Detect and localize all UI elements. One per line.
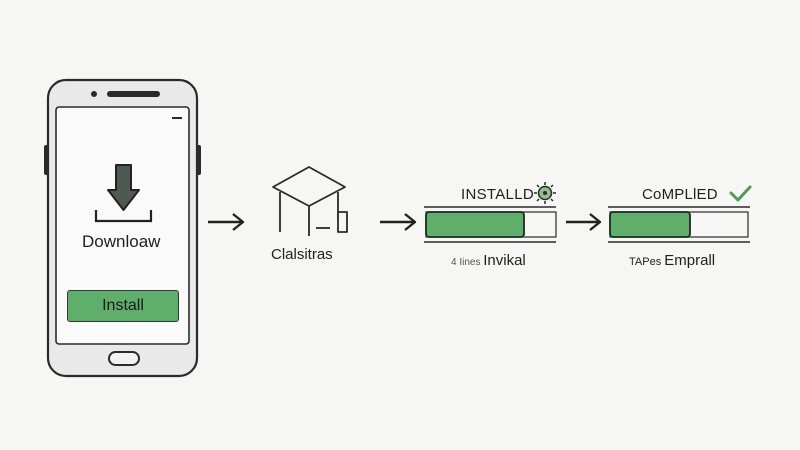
install-button[interactable]: Install bbox=[67, 290, 179, 322]
install-caption-main: Invikal bbox=[483, 252, 526, 269]
install-caption: 4 Iines Invikal bbox=[451, 253, 526, 268]
completed-caption: TAPes Emprall bbox=[629, 253, 715, 268]
download-label: Downloaw bbox=[82, 232, 161, 251]
phone-device bbox=[44, 78, 201, 378]
phone-screen bbox=[55, 106, 190, 345]
phone-home-button[interactable] bbox=[108, 351, 140, 366]
completed-caption-small: TAPes bbox=[629, 256, 665, 268]
completed-progress-bar bbox=[608, 206, 750, 243]
completed-status-label: CoMPLlED bbox=[642, 186, 718, 203]
install-progress-bar bbox=[424, 206, 557, 243]
download-icon bbox=[94, 164, 153, 223]
install-caption-small: 4 Iines bbox=[451, 257, 484, 268]
install-progress-fill bbox=[425, 211, 525, 238]
arrow-right-icon bbox=[208, 213, 245, 231]
phone-speaker bbox=[107, 91, 160, 97]
arrow-right-icon bbox=[566, 213, 602, 231]
completed-caption-main: Emprall bbox=[664, 252, 716, 269]
classify-label: Clalsitras bbox=[271, 246, 333, 263]
completed-progress-fill bbox=[609, 211, 691, 238]
checkmark-icon bbox=[729, 185, 752, 202]
arrow-right-icon bbox=[380, 213, 417, 231]
phone-camera bbox=[91, 91, 97, 97]
installed-status-label: INSTALLD bbox=[461, 186, 534, 203]
graduation-cap-icon bbox=[272, 166, 348, 236]
gear-icon bbox=[534, 182, 556, 204]
